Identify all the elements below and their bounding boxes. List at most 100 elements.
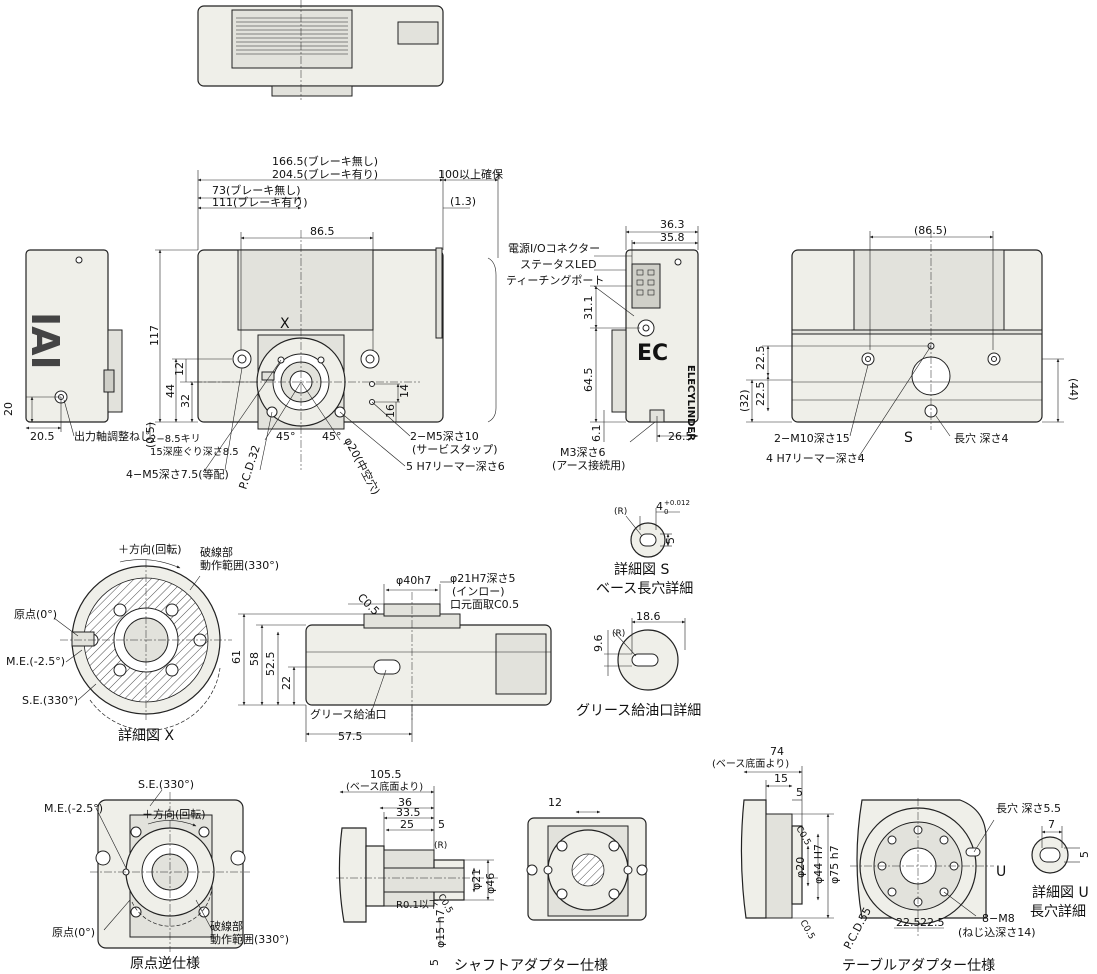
rev-plus-dir: ＋方向(回転)	[142, 807, 206, 821]
table-phi44: φ44 H7	[812, 844, 825, 884]
detail-u	[1031, 826, 1080, 874]
angle-45-right: 45°	[322, 430, 342, 443]
mid-chamfer: 口元面取C0.5	[450, 598, 519, 611]
shaft-phi21: φ21	[470, 869, 483, 890]
table-d74: 74	[770, 745, 784, 758]
dim-22-5a: 22.5	[754, 346, 767, 371]
mid-d57-5: 57.5	[338, 730, 363, 743]
dim-overall-1: 166.5(ブレーキ無し)	[272, 154, 378, 168]
callout-m10-15: 2−M10深さ15	[774, 432, 850, 445]
top-view	[197, 0, 444, 100]
detail-s	[625, 508, 680, 558]
table-d15: 15	[774, 772, 788, 785]
dim-64-5: 64.5	[582, 368, 595, 393]
shaft-d25: 25	[400, 818, 414, 831]
callout-counterbore: 15深座ぐり深さ8.5	[150, 445, 239, 458]
detail-x-title: 詳細図 X	[118, 728, 174, 744]
dim-16: 16	[384, 404, 397, 418]
detail-s-title1: 詳細図 S	[614, 562, 669, 578]
table-slot-5-5: 長穴 深さ5.5	[996, 801, 1061, 815]
front-dims	[149, 170, 499, 471]
detail-u-title1: 詳細図 U	[1032, 885, 1089, 901]
label-status-led: ステータスLED	[520, 258, 597, 271]
callout-m3-6: M3深さ6	[560, 446, 606, 459]
dim-20-5: 20.5	[30, 430, 55, 443]
dim-44-p: (44)	[1067, 378, 1080, 401]
mid-d22: 22	[280, 676, 293, 690]
dim-gap: (1.3)	[450, 195, 476, 208]
iai-logo: IAI	[23, 312, 67, 370]
shaft-base-ref: (ベース底面より)	[346, 780, 423, 793]
table-u: U	[996, 864, 1006, 880]
callout-pcd32: P.C.D.32	[236, 444, 262, 491]
table-c05b: C0.5	[797, 919, 816, 942]
shaft-d33-5: 33.5	[396, 806, 421, 819]
callout-h7-reamer: 5 H7リーマー深さ6	[406, 460, 505, 473]
detail-u-title2: 長穴詳細	[1030, 904, 1086, 920]
label-power-io: 電源I/Oコネクター	[508, 241, 600, 255]
table-d22-5b: 22.5	[920, 916, 945, 929]
shaft-d36: 36	[398, 796, 412, 809]
side-view: ELECYLINDER EC	[611, 249, 699, 441]
detail-x-origin: 原点(0°)	[14, 608, 57, 621]
shaft-k5: 5	[428, 959, 441, 966]
dim-117: 117	[148, 325, 161, 346]
shaft-phi46: φ46	[484, 873, 497, 894]
dim-0-5: (0.5)	[144, 422, 157, 448]
table-m8: 8−M8	[982, 912, 1015, 925]
ec-logo: EC	[637, 341, 668, 366]
table-adapter-side	[740, 766, 834, 919]
rev-title: 原点逆仕様	[130, 956, 200, 972]
rev-range: 動作範囲(330°)	[210, 932, 289, 946]
shaft-r01: R0.1以下	[396, 900, 439, 911]
left-dims	[25, 396, 75, 437]
rev-broken: 破線部	[210, 919, 243, 933]
table-title: テーブルアダプター仕様	[842, 957, 995, 974]
callout-adjust-bolt: 出力軸調整ねじ	[74, 429, 151, 443]
dim-36-3: 36.3	[660, 218, 685, 231]
mid-grease: グリース給油口	[310, 707, 386, 721]
callout-m5-7-5: 4−M5深さ7.5(等配)	[126, 467, 229, 481]
table-d22-5a: 22.5	[896, 916, 921, 929]
dim-mid-1: 73(ブレーキ無し)	[212, 183, 301, 197]
shaft-d12: 12	[548, 796, 562, 809]
grease-title: グリース給油口詳細	[576, 703, 701, 719]
table-adapter-face	[850, 798, 995, 936]
detail-x-broken: 破線部	[200, 545, 233, 559]
detail-x-se: S.E.(330°)	[22, 694, 78, 707]
detail-s-r: (R)	[614, 507, 627, 517]
grease-r: (R)	[612, 629, 625, 639]
detail-s-d5: 5	[664, 537, 677, 544]
right-dims	[746, 231, 1064, 459]
dim-32-p: (32)	[738, 389, 751, 412]
shaft-phi15: φ15 h7	[434, 909, 447, 948]
label-teaching-port: ティーチングポート	[506, 273, 604, 287]
label-s: S	[904, 430, 913, 446]
dim-35-8: 35.8	[660, 231, 685, 244]
shaft-face-view	[526, 810, 648, 921]
mid-side-view	[305, 592, 552, 720]
callout-drill: 2−8.5キリ	[150, 434, 201, 445]
shaft-title: シャフトアダプター仕様	[454, 958, 608, 974]
detail-x	[53, 559, 232, 731]
shaft-d5: 5	[438, 818, 445, 831]
mid-side-dims	[238, 581, 452, 742]
table-base-ref: (ベース底面より)	[712, 757, 789, 770]
angle-45-left: 45°	[276, 430, 296, 443]
table-phi75: φ75 h7	[828, 845, 841, 884]
callout-service-tap: (サービスタップ)	[412, 443, 498, 456]
brand-label: ELECYLINDER	[685, 365, 696, 441]
detail-u-d5: 5	[1078, 851, 1091, 858]
rev-se: S.E.(330°)	[138, 778, 194, 791]
table-depth14: (ねじ込深さ14)	[958, 926, 1036, 939]
detail-u-d7: 7	[1048, 818, 1055, 831]
dim-32: 32	[179, 394, 192, 408]
front-view	[180, 230, 497, 470]
dim-20: 20	[2, 402, 15, 416]
view-x-label: X	[280, 316, 290, 332]
dim-clearance: 100以上確保	[438, 167, 503, 181]
dim-overall-2: 204.5(ブレーキ有り)	[272, 167, 378, 181]
callout-h7-4: 4 H7リーマー深さ4	[766, 452, 865, 465]
grease-detail	[604, 618, 686, 691]
